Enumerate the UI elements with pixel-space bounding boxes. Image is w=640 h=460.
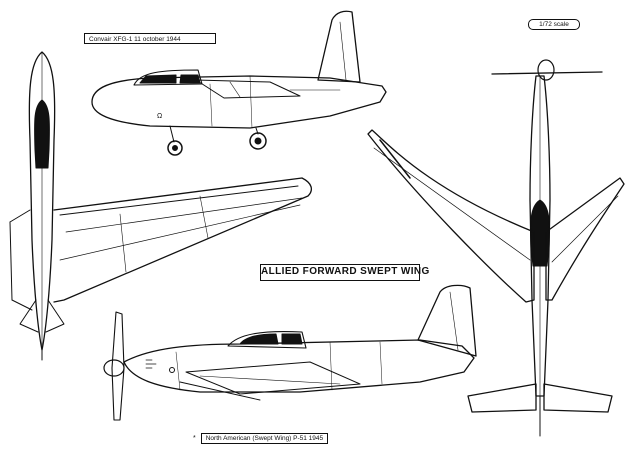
canopy xyxy=(227,331,307,349)
canopy xyxy=(34,99,50,169)
caption-bottom-text: North American (Swept Wing) P-51 1945 xyxy=(200,433,329,444)
bullet-marker: * xyxy=(193,435,196,442)
canopy xyxy=(133,69,203,86)
p51-plan-view xyxy=(367,59,625,437)
xfg1-plan-view xyxy=(9,51,313,361)
canopy xyxy=(530,199,550,267)
p51-side-view xyxy=(103,284,477,421)
aircraft-caption-bottom: * North American (Swept Wing) P-51 1945 xyxy=(193,433,329,444)
xfg1-side-view: Ω xyxy=(91,10,387,156)
svg-text:Ω: Ω xyxy=(157,113,162,120)
aircraft-caption-top: Convair XFG-1 11 october 1944 xyxy=(84,33,216,44)
drawing-title: ALLIED FORWARD SWEPT WING xyxy=(260,264,429,281)
scale-label: 1/72 scale xyxy=(528,19,580,30)
